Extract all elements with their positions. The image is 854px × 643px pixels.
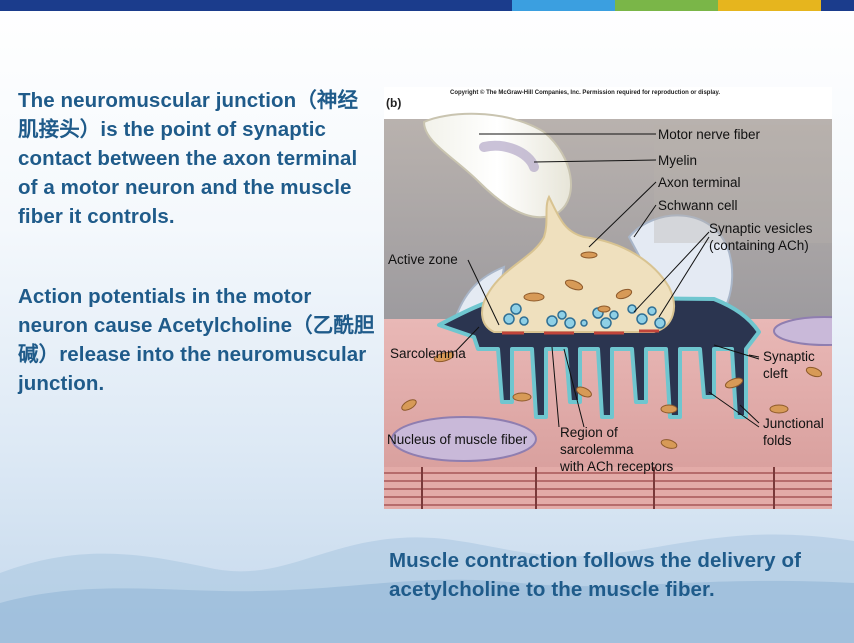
top-bar-blue: [512, 0, 615, 11]
junction-diagram: Copyright © The McGraw-Hill Companies, I…: [384, 87, 832, 509]
label-active-zone: Active zone: [388, 252, 458, 267]
label-myelin: Myelin: [658, 153, 697, 168]
label-region-1: Region of: [560, 425, 618, 440]
myofibril-stripes: [384, 467, 832, 509]
myelin-sheath-shape: [422, 112, 572, 219]
top-bar-yellow: [718, 0, 821, 11]
label-junctional-folds-2: folds: [763, 433, 792, 448]
top-bar-green: [615, 0, 718, 11]
figure-panel-label: (b): [386, 96, 401, 110]
figure-copyright: Copyright © The McGraw-Hill Companies, I…: [450, 89, 720, 96]
mountain-background: [0, 534, 854, 643]
label-nucleus-of-muscle-fiber: Nucleus of muscle fiber: [387, 432, 528, 447]
paragraph-neuromuscular-junction: The neuromuscular junction（神经肌接头）is the …: [18, 89, 359, 228]
paragraph-action-potentials: Action potentials in the motor neuron ca…: [18, 285, 375, 395]
label-synaptic-cleft-1: Synaptic: [763, 349, 815, 364]
synaptic-vesicles: [503, 303, 666, 329]
label-axon-terminal: Axon terminal: [658, 175, 741, 190]
neuromuscular-junction-figure: Copyright © The McGraw-Hill Companies, I…: [384, 87, 832, 509]
label-schwann-cell: Schwann cell: [658, 198, 738, 213]
top-bar-navy-end: [821, 0, 854, 11]
label-region-3: with ACh receptors: [559, 459, 674, 474]
label-junctional-folds-1: Junctional: [763, 416, 824, 431]
label-region-2: sarcolemma: [560, 442, 634, 457]
muscle-nucleus-shape: [391, 416, 537, 462]
top-bar-navy: [0, 0, 512, 11]
top-color-bar: [0, 0, 854, 11]
label-sarcolemma: Sarcolemma: [390, 346, 466, 361]
label-synaptic-vesicles-1: Synaptic vesicles: [709, 221, 813, 236]
label-synaptic-cleft-2: cleft: [763, 366, 788, 381]
label-motor-nerve-fiber: Motor nerve fiber: [658, 127, 761, 142]
caption-muscle-contraction: Muscle contraction follows the delivery …: [389, 549, 801, 601]
label-synaptic-vesicles-2: (containing ACh): [709, 238, 809, 253]
